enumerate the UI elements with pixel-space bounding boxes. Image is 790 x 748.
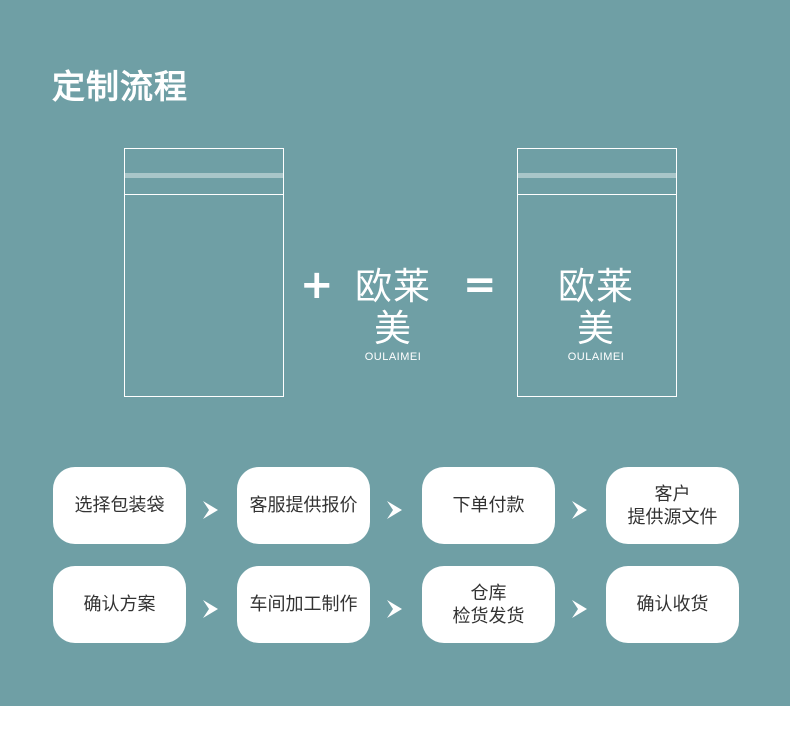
step-warehouse-ship: 仓库 检货发货 xyxy=(422,566,555,643)
bag-zip-line xyxy=(518,194,676,195)
step-select-bag: 选择包装袋 xyxy=(53,467,186,544)
chevron-right-icon xyxy=(203,501,218,519)
chevron-right-icon xyxy=(203,600,218,618)
bag-zip-line xyxy=(125,194,283,195)
chevron-right-icon xyxy=(387,501,402,519)
brand-name-en: OULAIMEI xyxy=(364,351,422,363)
bag-seal-stripe xyxy=(125,173,283,178)
step-quote: 客服提供报价 xyxy=(237,467,370,544)
bag-seal-stripe xyxy=(518,173,676,178)
step-customer-files: 客户 提供源文件 xyxy=(606,467,739,544)
brand-name-cn: 欧莱美 xyxy=(355,265,431,350)
chevron-right-icon xyxy=(572,501,587,519)
chevron-right-icon xyxy=(387,600,402,618)
brand-name-cn: 欧莱美 xyxy=(558,265,634,350)
brand-name-en: OULAIMEI xyxy=(567,351,625,363)
step-production: 车间加工制作 xyxy=(237,566,370,643)
step-order-pay: 下单付款 xyxy=(422,467,555,544)
page-title: 定制流程 xyxy=(52,67,188,106)
process-panel: 定制流程 + 欧莱美 OULAIMEI = 欧莱美 OULAIMEI 选择包装袋… xyxy=(0,0,790,706)
chevron-right-icon xyxy=(572,600,587,618)
bag-outline-left xyxy=(124,148,284,397)
plus-sign: + xyxy=(300,262,334,308)
step-confirm-receipt: 确认收货 xyxy=(606,566,739,643)
bag-outline-right xyxy=(517,148,677,397)
brand-logo-right: 欧莱美 OULAIMEI xyxy=(541,266,651,364)
step-confirm-plan: 确认方案 xyxy=(53,566,186,643)
brand-logo-middle: 欧莱美 OULAIMEI xyxy=(338,266,448,364)
equals-sign: = xyxy=(463,262,497,308)
